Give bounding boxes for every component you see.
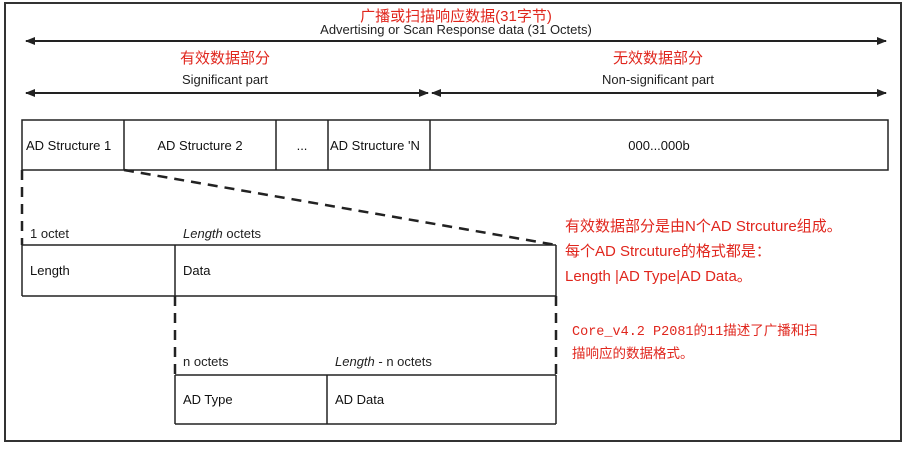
structures-row-box xyxy=(21,119,889,171)
note-line-3: Length |AD Type|AD Data。 xyxy=(565,268,752,285)
total-title-en: Advertising or Scan Response data (31 Oc… xyxy=(320,22,592,37)
data-cell: Data xyxy=(183,263,211,278)
ad-structure-2-cell: AD Structure 2 xyxy=(157,137,243,153)
ad-structure-1-cell: AD Structure 1 xyxy=(26,137,112,153)
length-octets-label: 1 octet xyxy=(30,226,70,241)
diagram-frame xyxy=(4,2,902,442)
non-significant-title-en: Non-significant part xyxy=(602,72,714,87)
reference-line-2: 描响应的数据格式。 xyxy=(572,348,694,363)
ad-type-cell: AD Type xyxy=(183,392,233,407)
ellipsis-cell: ... xyxy=(296,137,308,153)
note-line-1: 有效数据部分是由N个AD Strcuture组成。 xyxy=(565,218,842,235)
ad-data-octets-label: Length - n octets xyxy=(335,354,432,369)
data-octets-label: Length octets xyxy=(183,226,262,241)
significant-title-cn: 有效数据部分 xyxy=(179,50,271,67)
total-title-cn: 广播或扫描响应数据(31字节) xyxy=(360,8,552,25)
type-octets-label: n octets xyxy=(183,354,229,369)
reference-line-1: Core_v4.2 P2081的11描述了广播和扫 xyxy=(572,325,818,340)
length-cell: Length xyxy=(30,263,70,278)
note-line-2: 每个AD Strcuture的格式都是： xyxy=(565,243,771,260)
zoom-right-dashed xyxy=(123,168,557,247)
padding-zeros-cell: 000...000b xyxy=(628,137,690,153)
significant-title-en: Significant part xyxy=(182,72,268,87)
non-significant-title-cn: 无效数据部分 xyxy=(612,50,704,67)
ad-structure-n-cell: AD Structure 'N xyxy=(330,137,420,153)
ad-data-cell: AD Data xyxy=(335,392,385,407)
